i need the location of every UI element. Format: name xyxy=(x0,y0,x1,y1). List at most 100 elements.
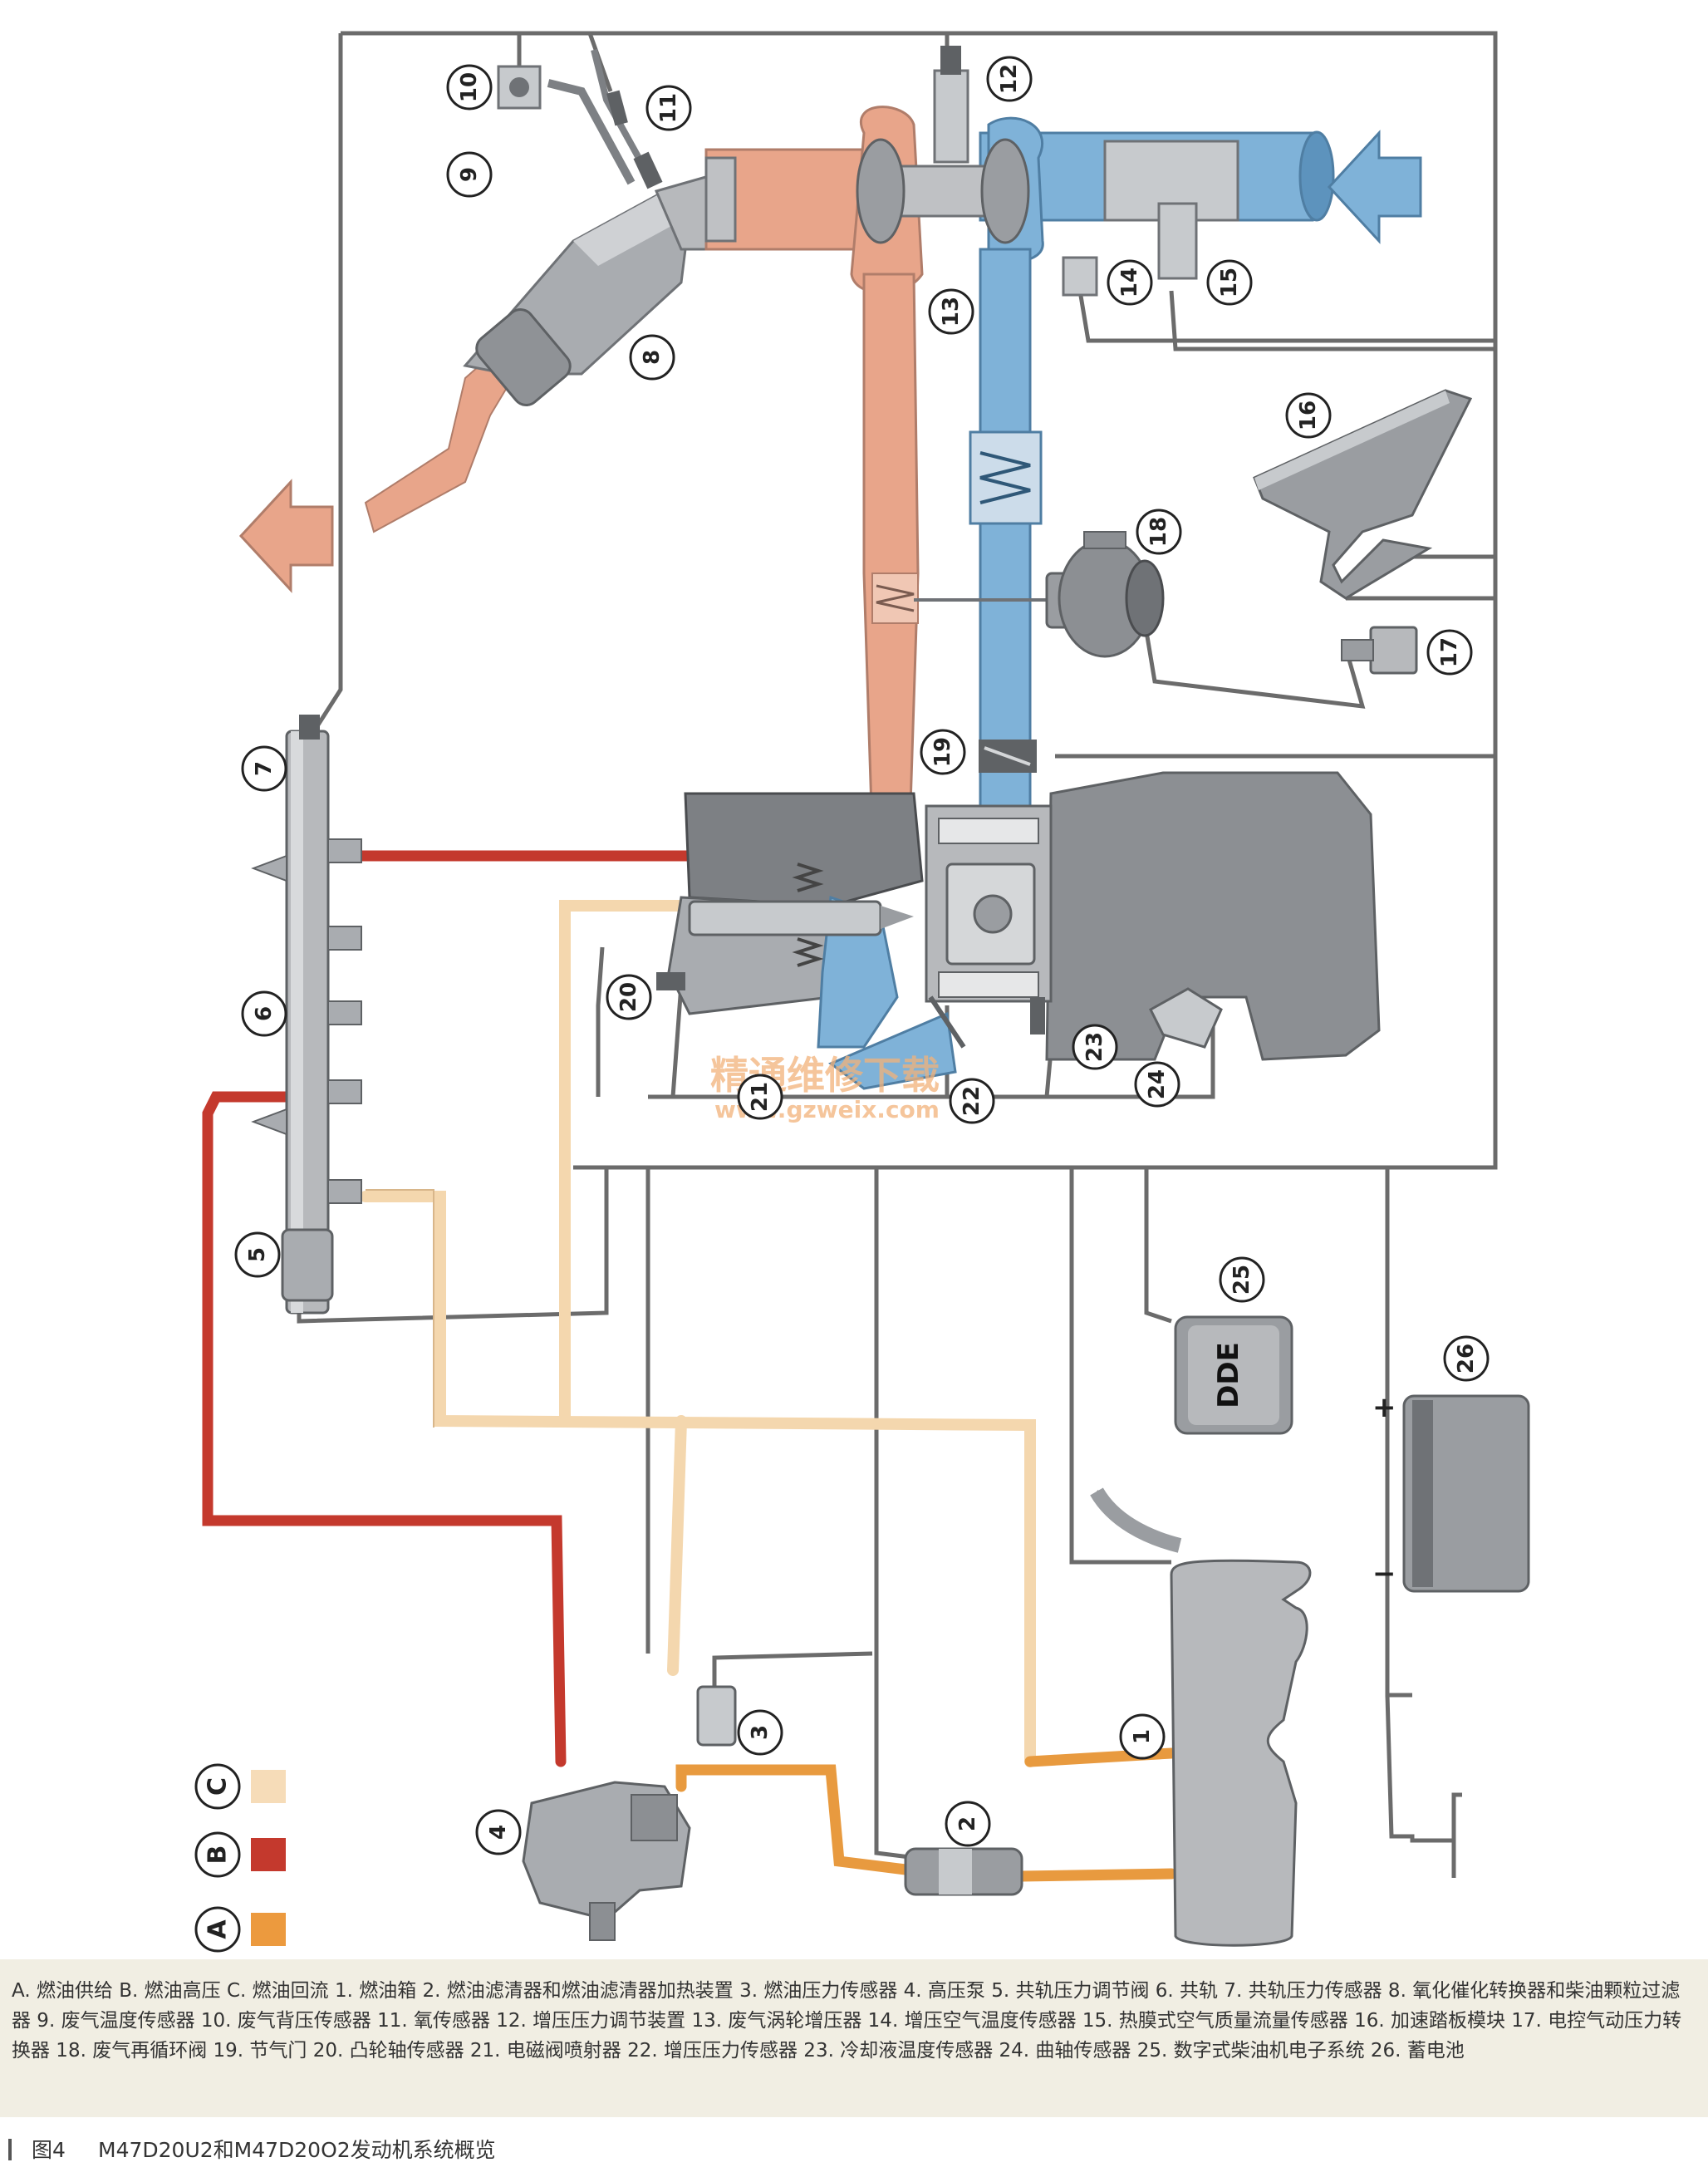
callout-11: 11 xyxy=(645,85,692,131)
callout-circle xyxy=(629,334,675,381)
caption-text: A. 燃油供给 B. 燃油高压 C. 燃油回流 1. 燃油箱 2. 燃油滤清器和… xyxy=(12,1980,1682,2062)
callout-9: 9 xyxy=(446,151,493,198)
callout-number: 16 xyxy=(1296,401,1321,430)
caption-box xyxy=(0,1959,1708,2117)
callout-circle xyxy=(1119,1713,1166,1760)
pressure-converter xyxy=(1341,626,1418,675)
callout-16: 16 xyxy=(1285,392,1332,439)
callout-circle xyxy=(234,1231,281,1278)
intake-path xyxy=(969,116,1422,833)
callout-10: 10 xyxy=(446,64,493,111)
dde-ecu: DDE xyxy=(1174,1315,1293,1435)
callout-1: 1 xyxy=(1119,1713,1166,1760)
callout-20: 20 xyxy=(606,974,652,1020)
callout-number: 10 xyxy=(457,72,482,102)
callout-circle xyxy=(928,288,974,335)
callout-circle xyxy=(241,990,287,1037)
callout-circle xyxy=(241,745,287,792)
callout-2: 2 xyxy=(945,1801,991,1847)
callout-circle xyxy=(945,1801,991,1847)
legend-swatch xyxy=(251,1770,286,1803)
callout-number: 7 xyxy=(252,761,277,776)
callout-circle xyxy=(1134,1061,1180,1108)
callout-circle xyxy=(475,1809,522,1855)
callout-number: 18 xyxy=(1146,517,1171,547)
callout-circle xyxy=(1426,629,1473,676)
turbocharger-core xyxy=(856,46,1030,244)
callout-number: 14 xyxy=(1117,268,1142,297)
callout-number: 24 xyxy=(1145,1069,1170,1099)
callout-21: 21 xyxy=(737,1074,783,1120)
callout-12: 12 xyxy=(986,56,1033,102)
callout-circle xyxy=(1206,259,1253,306)
engine xyxy=(656,771,1381,1090)
callout-circle xyxy=(1285,392,1332,439)
callout-15: 15 xyxy=(1206,259,1253,306)
callout-number: 4 xyxy=(486,1825,511,1840)
callout-circle xyxy=(606,974,652,1020)
callout-number: 5 xyxy=(245,1247,270,1262)
legend-letter: C xyxy=(204,1777,233,1796)
callout-number: 9 xyxy=(457,167,482,182)
callout-22: 22 xyxy=(949,1078,995,1124)
callout-number: 6 xyxy=(252,1006,277,1021)
exhaust-sensors xyxy=(497,49,1198,297)
callout-number: 8 xyxy=(640,350,665,365)
legend-letter: A xyxy=(204,1919,233,1939)
callout-7: 7 xyxy=(241,745,287,792)
callout-circle xyxy=(645,85,692,131)
callout-circle xyxy=(446,64,493,111)
callout-circle xyxy=(1136,509,1182,555)
callout-number: 25 xyxy=(1229,1265,1254,1295)
callout-circle xyxy=(737,1074,783,1120)
accelerator-pedal xyxy=(1253,389,1473,600)
fuel-components xyxy=(522,1685,1023,1941)
common-rail xyxy=(251,715,362,1315)
fuel-tank xyxy=(1090,1487,1312,1947)
callout-4: 4 xyxy=(475,1809,522,1855)
callout-number: 13 xyxy=(939,297,964,327)
callout-number: 22 xyxy=(960,1086,984,1116)
legend-item-C: C xyxy=(194,1763,286,1810)
callout-17: 17 xyxy=(1426,629,1473,676)
fuel-return-lines xyxy=(360,900,1036,1767)
callout-number: 12 xyxy=(997,64,1022,94)
legend-letter: B xyxy=(204,1845,233,1865)
legend-item-B: B xyxy=(194,1831,286,1878)
callout-circle xyxy=(737,1709,783,1756)
exhaust-path xyxy=(364,106,924,837)
figure-title: M47D20U2和M47D20O2发动机系统概览 xyxy=(98,2138,496,2162)
battery-minus: − xyxy=(1372,1557,1396,1590)
callout-number: 17 xyxy=(1437,637,1462,667)
legend-swatch xyxy=(251,1838,286,1871)
callout-23: 23 xyxy=(1072,1024,1118,1070)
callout-24: 24 xyxy=(1134,1061,1180,1108)
egr-valve xyxy=(914,531,1165,658)
callout-19: 19 xyxy=(920,729,966,775)
callout-circle xyxy=(986,56,1033,102)
callout-circle xyxy=(1107,259,1153,306)
callout-number: 1 xyxy=(1130,1729,1155,1744)
callout-18: 18 xyxy=(1136,509,1182,555)
callout-13: 13 xyxy=(928,288,974,335)
callout-6: 6 xyxy=(241,990,287,1037)
callout-25: 25 xyxy=(1219,1256,1265,1303)
legend-item-A: A xyxy=(194,1906,286,1953)
callout-circle xyxy=(949,1078,995,1124)
callout-number: 2 xyxy=(955,1816,980,1831)
callout-circle xyxy=(1072,1024,1118,1070)
fuel-legend: C B A xyxy=(194,1763,286,1953)
callout-3: 3 xyxy=(737,1709,783,1756)
callout-number: 3 xyxy=(748,1725,773,1740)
callout-number: 20 xyxy=(616,982,641,1012)
callout-8: 8 xyxy=(629,334,675,381)
legend-swatch xyxy=(251,1913,286,1946)
exhaust-outlet-arrow xyxy=(238,479,334,593)
callout-26: 26 xyxy=(1443,1335,1490,1382)
ecu-label: DDE xyxy=(1212,1342,1245,1408)
figure-label: 图4 xyxy=(32,2138,66,2162)
callout-number: 21 xyxy=(748,1082,773,1112)
callout-circle xyxy=(1443,1335,1490,1382)
